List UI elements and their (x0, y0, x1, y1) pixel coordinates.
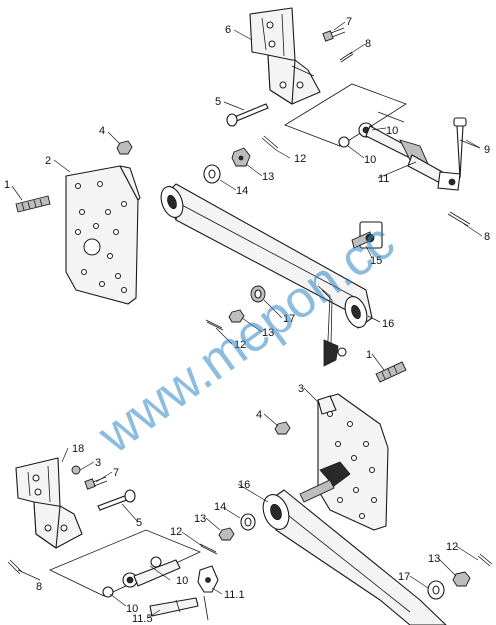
nut-13-right (452, 571, 471, 587)
ball-end-15 (351, 221, 383, 249)
callout-labels: 1 2 4 5 6 7 8 10 10 9 11 12 13 14 8 15 1… (4, 16, 490, 625)
callout-8-top: 8 (365, 38, 371, 50)
mounting-plate-2 (65, 165, 141, 305)
callout-12-top: 12 (294, 153, 306, 165)
washer-17-mid (250, 285, 266, 303)
stud-1-top (15, 195, 51, 213)
callout-12-mid: 12 (234, 339, 246, 351)
callout-13-right: 13 (428, 553, 440, 565)
callout-1-bottom: 1 (366, 349, 372, 361)
callout-8-bottom: 8 (36, 581, 42, 593)
callout-16-bottom: 16 (238, 479, 250, 491)
callout-17-bottom: 17 (398, 571, 410, 583)
callout-14-top: 14 (236, 185, 248, 197)
callout-3-top: 3 (298, 383, 304, 395)
nut-4-bottom (274, 421, 291, 435)
callout-5-bottom: 5 (136, 517, 142, 529)
callout-10-top-left: 10 (364, 154, 376, 166)
lower-link-arm-16-top (160, 183, 373, 329)
callout-13-mid: 13 (262, 327, 274, 339)
connector-10-bottom (102, 556, 181, 598)
mounting-plate-3 (317, 393, 389, 531)
stud-1-bottom (375, 361, 407, 383)
callout-12-bottom: 12 (170, 526, 182, 538)
pin-5-bottom (97, 489, 136, 511)
check-chain (317, 285, 347, 367)
cotter-pin-8-bottom (7, 559, 23, 575)
callout-7-bottom: 7 (113, 467, 119, 479)
callout-7-top: 7 (346, 16, 352, 28)
nut-13-mid (228, 309, 245, 323)
callout-10-bottom-right: 10 (176, 575, 188, 587)
ball-end-lower (299, 461, 351, 503)
pin-12-right (477, 553, 493, 567)
cotter-pin-8-top (339, 51, 354, 63)
callout-8-right: 8 (484, 231, 490, 243)
callout-11: 11 (378, 173, 389, 185)
callout-11-5: 11.5 (132, 613, 153, 625)
bolt-7-top (322, 27, 346, 42)
link-assembly-11-1 (197, 565, 219, 593)
callout-4-top: 4 (99, 125, 105, 137)
callout-11-1: 11.1 (224, 589, 245, 601)
pin-9 (453, 117, 481, 179)
callout-17-mid: 17 (283, 313, 295, 325)
upper-bracket-6 (249, 7, 321, 105)
callout-10-top-right: 10 (386, 125, 398, 137)
pin-12-bottom (199, 543, 218, 555)
callout-18: 18 (72, 443, 84, 455)
pin-12-top (261, 135, 279, 151)
cotter-pin-8-right (447, 211, 471, 227)
callout-1-top: 1 (4, 179, 10, 191)
lower-bracket-18 (15, 457, 83, 549)
nut-3-bottom (71, 465, 81, 475)
lower-link-arm-16-bottom (262, 489, 447, 625)
callout-3-bottom: 3 (95, 457, 101, 469)
bolt-7-bottom (84, 476, 108, 490)
upper-detail-box (284, 83, 407, 147)
lower-detail-box (49, 529, 202, 597)
leader-lines (11, 21, 483, 619)
link-assembly-11 (377, 111, 461, 191)
callout-13-top: 13 (262, 171, 274, 183)
callout-14-bottom: 14 (214, 501, 226, 513)
callout-5-top: 5 (215, 96, 221, 108)
washer-17-bottom (427, 580, 445, 600)
callout-9: 9 (484, 144, 490, 156)
pin-5-top (226, 103, 269, 127)
callout-10-bottom-left: 10 (126, 603, 138, 615)
nut-13-bottom (218, 527, 235, 541)
nut-13-top (231, 147, 251, 167)
callout-15: 15 (370, 255, 382, 267)
callout-4-bottom: 4 (256, 409, 262, 421)
nut-4-top (116, 140, 133, 155)
callout-12-right: 12 (446, 541, 458, 553)
callout-2: 2 (45, 155, 51, 167)
washer-14-bottom (240, 513, 256, 531)
callout-6: 6 (225, 24, 231, 36)
washer-14-top (203, 164, 221, 184)
pin-12-mid (205, 319, 224, 331)
link-assembly-11-5 (149, 595, 209, 621)
callout-13-bottom: 13 (194, 513, 206, 525)
callout-16-top: 16 (382, 318, 394, 330)
